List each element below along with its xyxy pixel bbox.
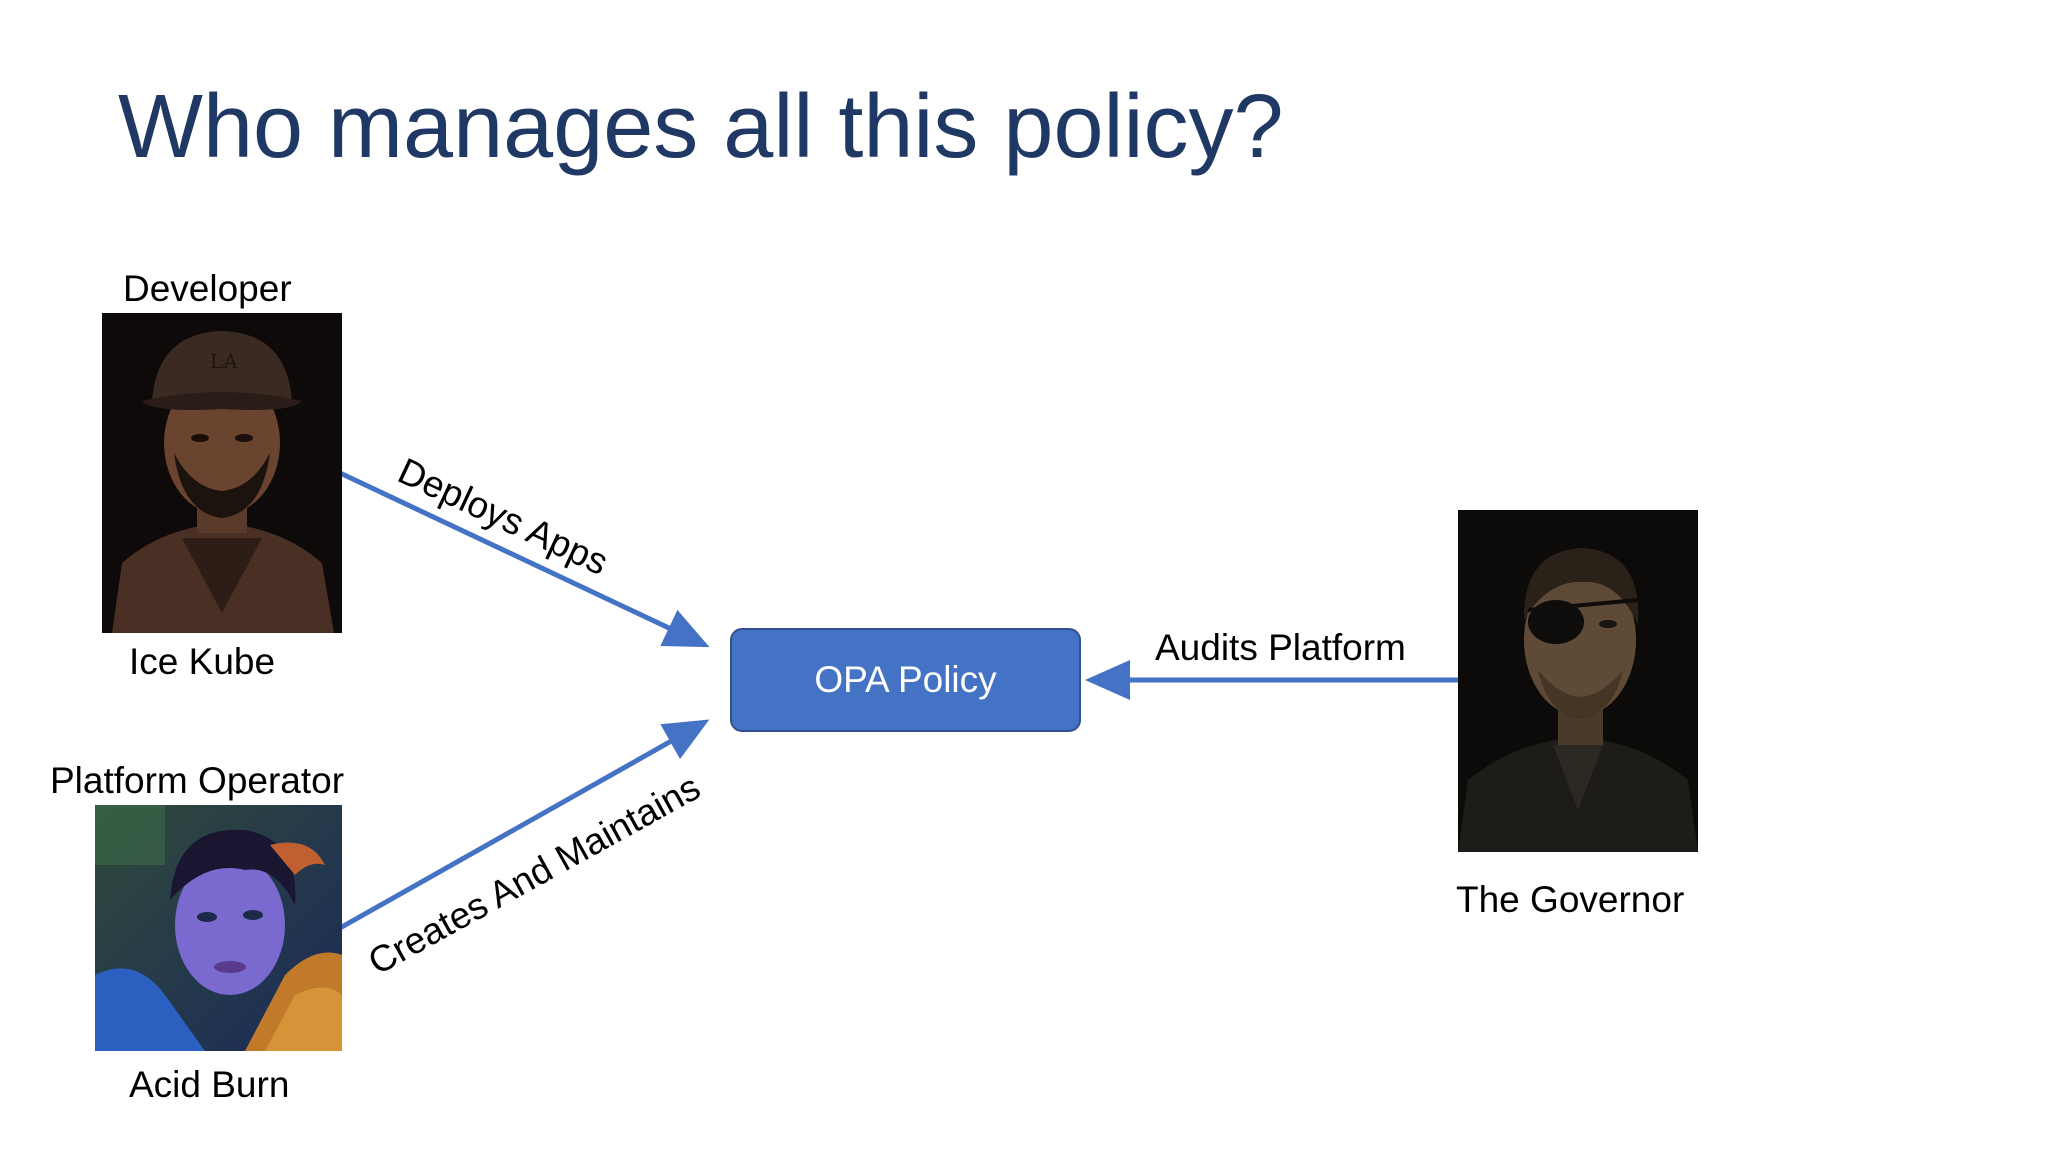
developer-photo: LA — [102, 313, 342, 633]
svg-text:LA: LA — [210, 349, 238, 373]
operator-photo — [95, 805, 342, 1051]
governor-photo — [1458, 510, 1698, 852]
opa-policy-label: OPA Policy — [814, 659, 997, 700]
developer-role-label: Developer — [123, 268, 292, 309]
creates-arrow — [338, 719, 710, 931]
deploys-arrow — [338, 470, 710, 648]
audits-platform-label: Audits Platform — [1155, 627, 1406, 668]
governor-name-label: The Governor — [1456, 879, 1685, 920]
operator-role-label: Platform Operator — [50, 760, 345, 801]
operator-name-label: Acid Burn — [129, 1064, 290, 1105]
opa-policy-box: OPA Policy — [730, 628, 1081, 732]
developer-name-label: Ice Kube — [129, 641, 276, 682]
slide-title: Who manages all this policy? — [118, 77, 1284, 177]
